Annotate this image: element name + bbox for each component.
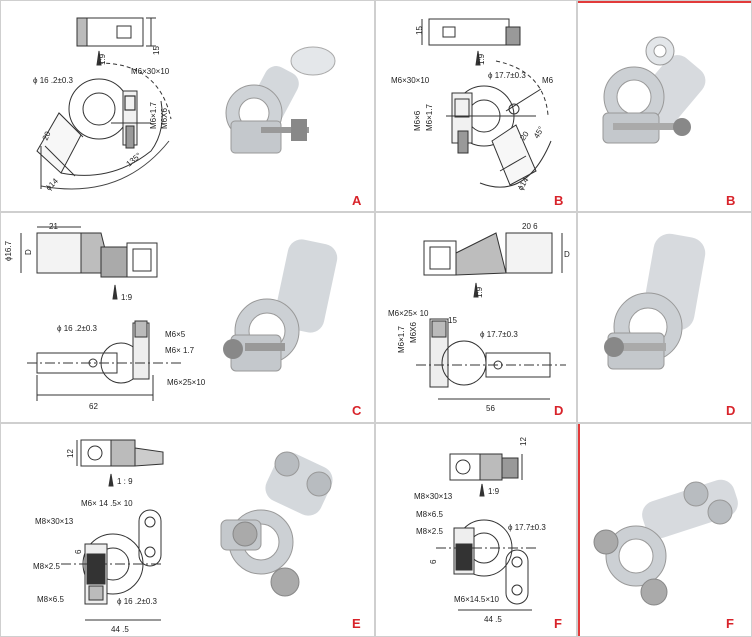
panel-d-drawing: 20 6 D 1:9 M6×25× 10 15 ϕ 17.7±0.3 M6×1.… — [388, 222, 570, 413]
label-b-screw-c: M6×1.7 — [425, 104, 434, 131]
label-a-screw-b: M6×1.7 — [149, 102, 158, 129]
panel-a-letter: A — [352, 193, 362, 208]
label-f-screw-d: M6×14.5×10 — [454, 595, 499, 604]
panel-f-drawing: 12 1:9 M8×30×13 M8×6.5 M8×2.5 ϕ 17.7±0.3… — [414, 437, 546, 624]
label-e-screw-a: M6× 14 .5× 10 — [81, 499, 133, 508]
label-e-len44: 44 .5 — [111, 625, 129, 634]
label-d-w20: 20 6 — [522, 222, 538, 231]
panel-b: 15 1:9 M6×30×10 ϕ 17.7±0.3 M6 M6×6 M6×1.… — [375, 0, 577, 212]
panel-b-photo-accent — [578, 1, 751, 3]
label-b-m6: M6 — [542, 76, 554, 85]
panel-a: 15 1:9 ϕ 16 .2±0.3 M6×30×10 M6×1.7 M6X6 … — [0, 0, 375, 212]
label-e-taper: 1 : 9 — [117, 477, 133, 486]
panel-b-photo: B — [577, 0, 752, 212]
label-f-screw-c: M8×2.5 — [416, 527, 443, 536]
photo-b-image — [602, 36, 706, 144]
label-f-taper: 1:9 — [488, 487, 500, 496]
label-c-screw-a: M6×5 — [165, 330, 186, 339]
label-e-ring: ϕ 16 .2±0.3 — [117, 597, 158, 606]
label-e-h12: 12 — [66, 449, 75, 458]
label-e-screw-b: M8×30×13 — [35, 517, 74, 526]
panel-f-photo-accent — [578, 424, 580, 636]
label-f-ring: ϕ 17.7±0.3 — [508, 523, 546, 532]
label-d-taper: 1:9 — [475, 286, 484, 298]
label-a-screw-c: M6X6 — [160, 108, 169, 129]
label-d-len56: 56 — [486, 404, 495, 413]
label-c-ring: ϕ 16 .2±0.3 — [57, 324, 98, 333]
panel-f: 12 1:9 M8×30×13 M8×6.5 M8×2.5 ϕ 17.7±0.3… — [375, 423, 577, 637]
label-c-taper: 1:9 — [121, 293, 133, 302]
label-d-w15: 15 — [448, 316, 457, 325]
label-d-screw-b: M6×1.7 — [397, 326, 406, 353]
panel-c-drawing: 21 ϕ16.7 D 1:9 ϕ 16 .2±0.3 M6×5 M6× 1.7 … — [4, 222, 338, 411]
panel-e-letter: E — [352, 616, 361, 631]
panel-b-letter: B — [554, 193, 564, 208]
panel-e-photo — [220, 451, 333, 597]
panel-a-drawing: 15 1:9 ϕ 16 .2±0.3 M6×30×10 M6×1.7 M6X6 … — [33, 17, 336, 192]
label-a-ring: ϕ 16 .2±0.3 — [33, 76, 74, 85]
label-e-screw-d: M8×6.5 — [37, 595, 64, 604]
label-a-d14: ϕ14 — [44, 176, 60, 192]
label-e-screw-c: M8×2.5 — [33, 562, 60, 571]
label-b-ring: ϕ 17.7±0.3 — [488, 71, 526, 80]
label-c-w21: 21 — [49, 222, 58, 231]
label-b-screw-a: M6×30×10 — [391, 76, 430, 85]
panel-d-photo-letter: D — [726, 403, 736, 418]
label-c-d: D — [24, 249, 33, 255]
label-d-screw-a: M6×25× 10 — [388, 309, 429, 318]
photo-d-image — [604, 233, 706, 370]
label-d-d: D — [564, 250, 570, 259]
panel-d-photo: D — [577, 212, 752, 423]
panel-c: 21 ϕ16.7 D 1:9 ϕ 16 .2±0.3 M6×5 M6× 1.7 … — [0, 212, 375, 423]
label-c-screw-c: M6×25×10 — [167, 378, 206, 387]
label-f-screw-a: M8×30×13 — [414, 492, 453, 501]
label-a-angle: 135° — [125, 151, 143, 169]
panel-e-drawing: 12 1 : 9 M6× 14 .5× 10 M8×30×13 6 M8×2.5… — [33, 439, 333, 634]
panel-c-letter: C — [352, 403, 362, 418]
label-a-len20: 20 — [41, 129, 53, 141]
label-a-screw-a: M6×30×10 — [131, 67, 170, 76]
label-d-screw-c: M6X6 — [409, 322, 418, 343]
label-a-h15: 15 — [152, 46, 161, 55]
panel-a-photo — [225, 46, 336, 154]
panel-b-drawing: 15 1:9 M6×30×10 ϕ 17.7±0.3 M6 M6×6 M6×1.… — [391, 18, 554, 192]
label-f-h12: 12 — [519, 437, 528, 446]
label-a-taper: 1:9 — [98, 53, 107, 65]
panel-b-photo-letter: B — [726, 193, 736, 208]
label-b-screw-b: M6×6 — [413, 110, 422, 131]
label-b-h15: 15 — [415, 26, 424, 35]
panel-c-photo — [223, 239, 338, 372]
panel-e: 12 1 : 9 M6× 14 .5× 10 M8×30×13 6 M8×2.5… — [0, 423, 375, 637]
panel-d: 20 6 D 1:9 M6×25× 10 15 ϕ 17.7±0.3 M6×1.… — [375, 212, 577, 423]
label-f-h6: 6 — [429, 559, 438, 564]
label-b-angle: 45° — [532, 125, 546, 140]
panel-f-photo: F — [577, 423, 752, 637]
photo-f-image — [593, 479, 738, 606]
label-e-h6: 6 — [74, 549, 83, 554]
panel-f-letter: F — [554, 616, 562, 631]
panel-d-letter: D — [554, 403, 564, 418]
label-c-len62: 62 — [89, 402, 98, 411]
label-f-len44: 44 .5 — [484, 615, 502, 624]
label-b-taper: 1:9 — [477, 53, 486, 65]
label-c-h16: ϕ16.7 — [4, 240, 13, 261]
label-c-screw-b: M6× 1.7 — [165, 346, 195, 355]
label-d-ring: ϕ 17.7±0.3 — [480, 330, 518, 339]
label-f-screw-b: M8×6.5 — [416, 510, 443, 519]
panel-f-photo-letter: F — [726, 616, 734, 631]
